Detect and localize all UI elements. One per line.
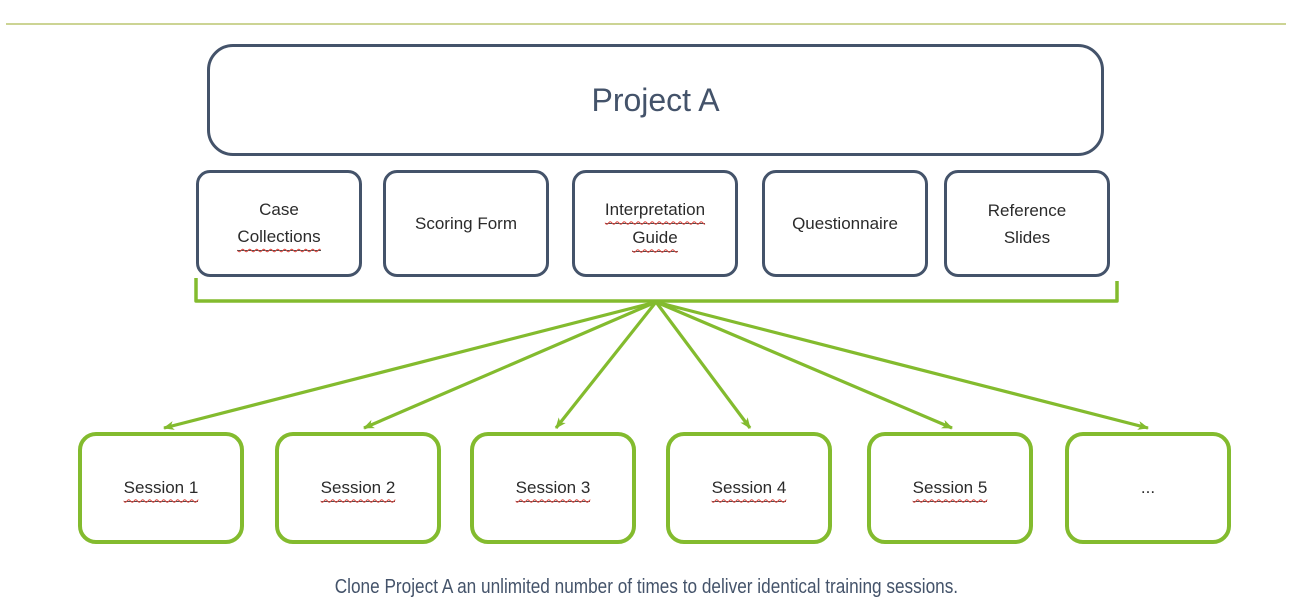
session-box-2: Session 2 bbox=[275, 432, 441, 544]
slide-caption-text: Clone Project A an unlimited number of t… bbox=[334, 576, 959, 598]
arrow-to-session-6 bbox=[655, 300, 1149, 430]
asset-box-case-collections: Case Collections bbox=[196, 170, 362, 277]
asset-label-line: Collections bbox=[237, 223, 321, 251]
session-label: ... bbox=[1140, 478, 1156, 497]
session-box-3: Session 3 bbox=[470, 432, 636, 544]
asset-label-line: Case bbox=[259, 200, 299, 219]
session-box-1: Session 1 bbox=[78, 432, 244, 544]
asset-label-line: Questionnaire bbox=[792, 214, 898, 233]
arrow-to-session-3 bbox=[554, 301, 658, 429]
session-label: Session 3 bbox=[515, 475, 591, 502]
group-bracket bbox=[194, 278, 1119, 303]
asset-box-reference-slides: Reference Slides bbox=[944, 170, 1110, 277]
arrow-to-session-2 bbox=[363, 300, 657, 430]
asset-label-line: Reference bbox=[987, 200, 1067, 220]
session-label: Session 1 bbox=[123, 475, 199, 502]
asset-box-interpretation-guide: Interpretation Guide bbox=[572, 170, 738, 277]
arrow-to-session-4 bbox=[654, 301, 752, 429]
arrow-to-session-1 bbox=[163, 300, 657, 430]
session-box-4: Session 4 bbox=[666, 432, 832, 544]
project-a-box: Project A bbox=[207, 44, 1104, 156]
asset-label-line: Interpretation bbox=[604, 196, 706, 224]
session-box-ellipsis: ... bbox=[1065, 432, 1231, 544]
session-label: Session 5 bbox=[912, 475, 988, 502]
asset-box-scoring-form: Scoring Form bbox=[383, 170, 549, 277]
project-a-label: Project A bbox=[591, 81, 720, 118]
asset-label-line: Scoring Form bbox=[414, 214, 518, 233]
asset-box-questionnaire: Questionnaire bbox=[762, 170, 928, 277]
session-label: Session 2 bbox=[320, 475, 396, 502]
asset-label-line: Guide bbox=[632, 224, 678, 252]
asset-label-line: Slides bbox=[1003, 227, 1051, 247]
top-divider-rule bbox=[6, 23, 1286, 25]
session-label: Session 4 bbox=[711, 475, 787, 502]
arrow-to-session-5 bbox=[655, 300, 953, 430]
session-box-5: Session 5 bbox=[867, 432, 1033, 544]
slide-caption: Clone Project A an unlimited number of t… bbox=[0, 576, 1293, 599]
